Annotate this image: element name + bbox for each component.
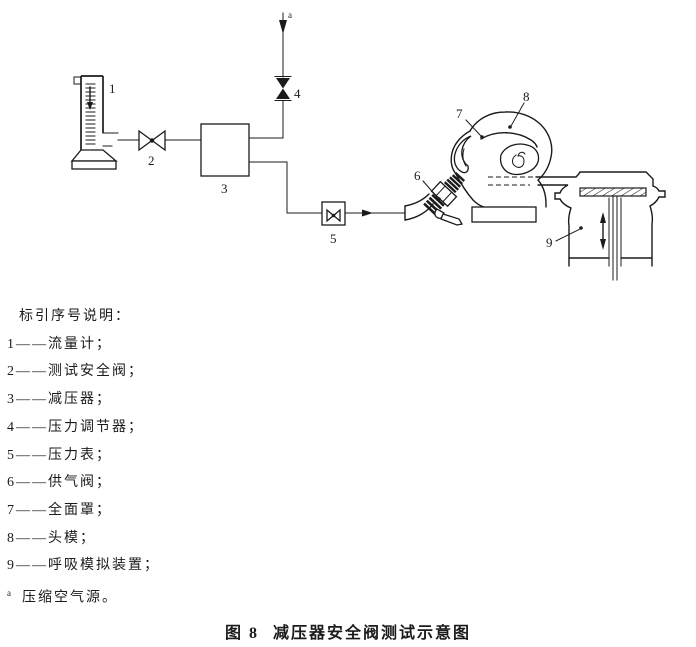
legend-item: 2——测试安全阀； [7,364,144,380]
flow-arrow-icon [362,209,373,217]
legend-item: 3——减压器； [7,392,112,408]
legend-title: 标引序号说明： [19,309,131,324]
head-model-with-mask: 7 8 [450,89,553,223]
footnote-marker: a [7,588,11,599]
reciprocating-arrow-icon [600,212,606,250]
legend-item: 5——压力表； [7,447,112,463]
flow-meter: 1 [70,75,119,170]
label-test-safety-valve: 2 [148,153,155,168]
test-safety-valve: 2 [138,129,166,168]
legend-item: 7——全面罩； [7,502,112,518]
legend-footnote: a 压缩空气源。 [7,580,160,612]
figure-number: 图 8 [224,625,259,642]
head-pedestal [471,206,537,223]
air-inlet-arrow-icon [279,20,287,34]
legend-item: 8——头模； [7,530,96,546]
figure-title: 减压器安全阀测试示意图 [273,625,472,642]
label-full-face-mask: 7 [456,106,463,121]
hidden-air-passage [488,176,534,186]
pressure-reducer: 3 [200,123,250,196]
pressure-regulator: a 4 [274,10,301,101]
pipe [248,100,323,214]
mask-lens [453,135,472,174]
footnote-text: 压缩空气源。 [22,590,118,606]
mask-harness-patch [499,143,540,176]
legend: 标引序号说明： 1——流量计； 2——测试安全阀； 3——减压器； 4——压力调… [7,303,160,612]
label-pressure-reducer: 3 [221,181,228,196]
label-pressure-gauge: 5 [330,231,337,246]
schematic-diagram: 1 2 3 a 4 [70,10,666,281]
figure-caption: 图 8 减压器安全阀测试示意图 [0,619,696,643]
legend-item: 9——呼吸模拟装置； [7,558,160,574]
breathing-simulator: 9 [535,171,666,281]
label-head-model: 8 [523,89,530,104]
label-air-source: a [288,10,292,20]
legend-item: 6——供气阀； [7,475,112,491]
label-flow-meter: 1 [109,81,116,96]
pressure-gauge: 5 [321,201,346,246]
label-air-supply-valve: 6 [414,168,421,183]
label-pressure-regulator: 4 [294,86,301,101]
legend-item: 1——流量计； [7,336,112,352]
label-breathing-simulator: 9 [546,235,553,250]
air-supply-valve: 6 [414,168,466,226]
flow-direction-arrow-icon [87,86,93,110]
diaphragm [579,187,647,197]
piston-rod [612,195,618,281]
mask-top-edge [480,132,538,148]
legend-item: 4——压力调节器； [7,419,144,435]
